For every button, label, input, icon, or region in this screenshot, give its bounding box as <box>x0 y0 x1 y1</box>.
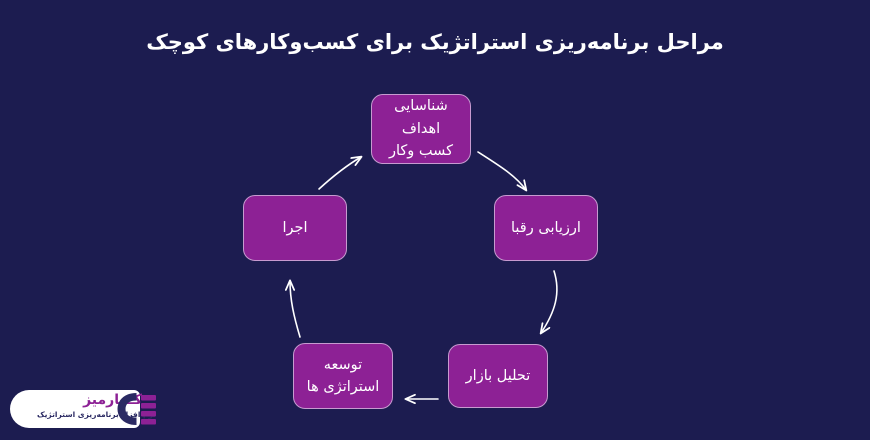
diagram-node-competitor-assessment-label: ارزیابی رقبا <box>511 219 581 236</box>
logo-mark-icon <box>117 393 156 425</box>
arrow-compet-to-market <box>541 270 558 333</box>
diagram-node-execution-label: اجرا <box>282 219 308 236</box>
diagram-node-competitor-assessment[interactable]: ارزیابی رقبا <box>494 195 598 261</box>
arrow-goals-to-compet <box>477 151 526 190</box>
diagram-node-execution[interactable]: اجرا <box>243 195 347 261</box>
diagram-node-market-analysis-label: تحلیل بازار <box>465 367 531 384</box>
arrow-execute-to-goals <box>318 157 361 190</box>
diagram-node-market-analysis[interactable]: تحلیل بازار <box>448 344 548 408</box>
brand-logo[interactable]: کـــارمیز نرم افزار برنامه‌ریزی استراتژی… <box>10 387 162 431</box>
arrow-strategy-to-execute <box>290 281 301 338</box>
logo-tagline: نرم افزار برنامه‌ریزی استراتژیک <box>36 410 156 419</box>
page-title: مراحل برنامه‌ریزی استراتژیک برای کسب‌وکا… <box>146 30 724 54</box>
